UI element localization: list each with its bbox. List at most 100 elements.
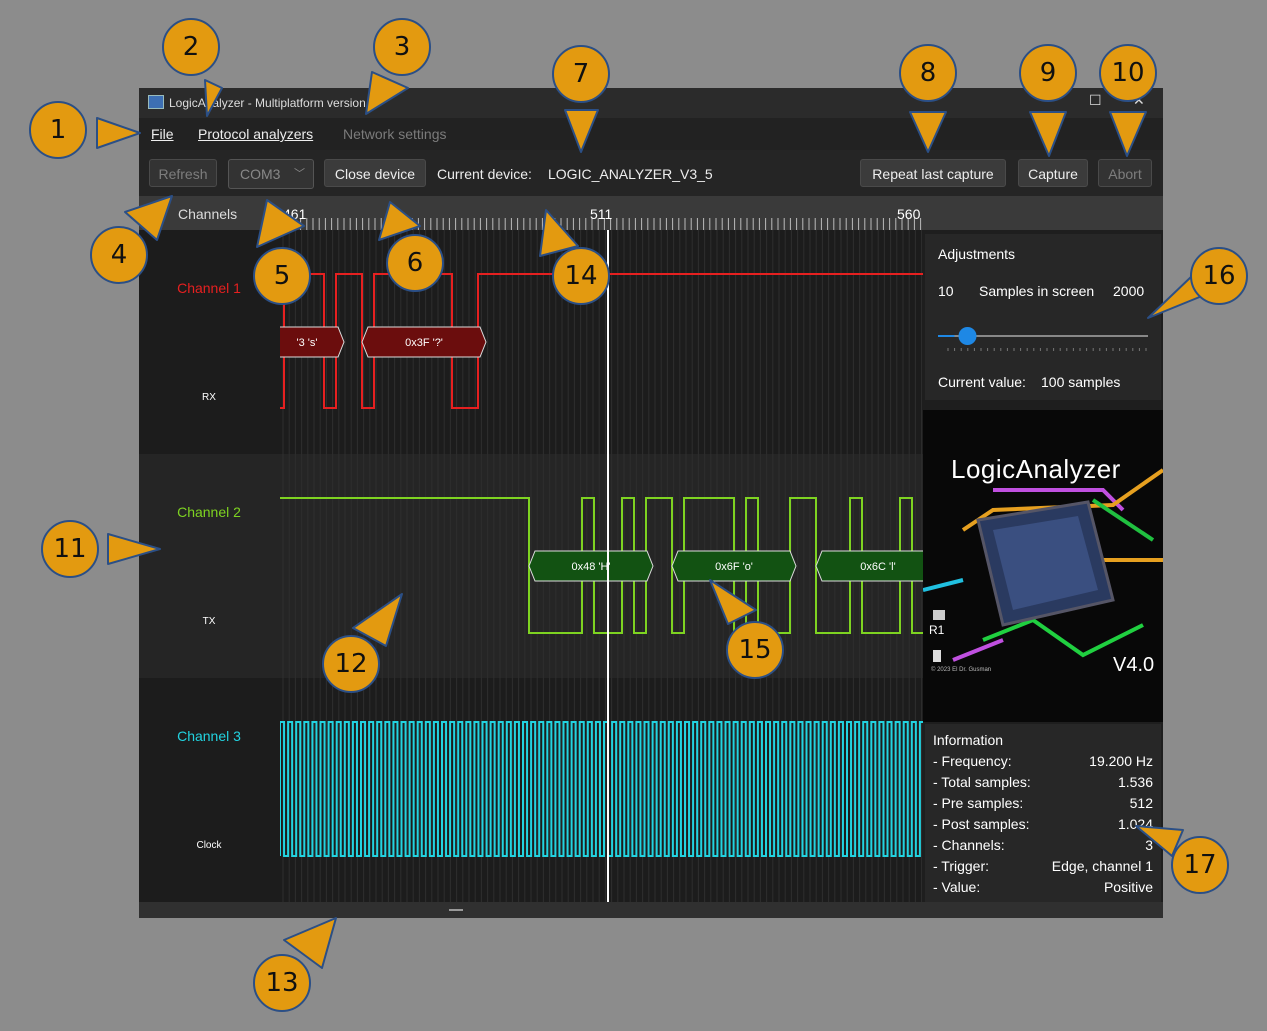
current-device-label: Current device: (437, 166, 532, 182)
callout-14: 14 (552, 247, 610, 305)
callout-11: 11 (41, 520, 99, 578)
port-select[interactable]: COM3 ﹀ (228, 159, 314, 189)
logo-title: LogicAnalyzer (951, 454, 1121, 484)
ruler-label-511: 511 (590, 206, 613, 222)
decode-shape (280, 326, 345, 358)
callout-3: 3 (373, 18, 431, 76)
decode-ch2-1: 0x6F 'o' (671, 550, 797, 582)
pointer-7 (564, 109, 599, 153)
callout-8: 8 (899, 44, 957, 102)
info-row: - Trigger:Edge, channel 1 (933, 858, 1153, 874)
channel-3-trace (280, 721, 923, 857)
pointer-4 (124, 195, 173, 241)
callout-7: 7 (552, 45, 610, 103)
menu-protocol-analyzers[interactable]: Protocol analyzers (198, 126, 314, 142)
toolbar: Refresh COM3 ﹀ Close device Current devi… (139, 150, 1163, 196)
pointer-5 (256, 199, 305, 248)
capture-button[interactable]: Capture (1018, 159, 1088, 187)
channel-1-label: RX (202, 392, 216, 403)
waveform-canvas: '3 's'0x3F '?'0x48 'H'0x6F 'o'0x6C 'l' (280, 230, 923, 902)
pointer-12 (352, 593, 403, 647)
maximize-icon[interactable]: ☐ (1089, 92, 1102, 108)
decode-label: 0x48 'H' (571, 561, 610, 573)
pointer-13 (283, 917, 337, 969)
splitter-grip-icon[interactable] (449, 909, 463, 911)
info-row: - Channels:3 (933, 837, 1153, 853)
samples-in-screen-label: Samples in screen (979, 283, 1095, 299)
slider-track (938, 327, 1148, 351)
pointer-11 (107, 533, 161, 565)
current-value-label: Current value: (938, 374, 1026, 390)
callout-15: 15 (726, 621, 784, 679)
information-title: Information (933, 732, 1004, 748)
app-icon (148, 95, 164, 109)
samples-slider[interactable] (938, 322, 1148, 352)
menu-bar: File Protocol analyzers Network settings (139, 118, 1163, 150)
decode-ch2-2: 0x6C 'l' (815, 550, 923, 582)
waveform-viewer[interactable]: '3 's'0x3F '?'0x48 'H'0x6F 'o'0x6C 'l' (280, 230, 923, 902)
callout-6: 6 (386, 234, 444, 292)
logo-version: V4.0 (1113, 654, 1155, 676)
callout-16: 16 (1190, 247, 1248, 305)
menu-file[interactable]: File (151, 126, 174, 142)
refresh-button[interactable]: Refresh (149, 159, 217, 187)
ruler-ticks (281, 218, 922, 230)
samples-max: 2000 (1113, 283, 1145, 299)
callout-5: 5 (253, 247, 311, 305)
title-bar[interactable]: LogicAnalyzer - Multiplatform version ☐ … (139, 88, 1163, 118)
adjustments-title: Adjustments (938, 246, 1016, 262)
channel-3-name[interactable]: Channel 3 (177, 728, 241, 744)
slider-thumb (958, 327, 977, 345)
repeat-capture-button[interactable]: Repeat last capture (860, 159, 1006, 187)
channel-3-label: Clock (196, 840, 222, 851)
decode-ch1-0: '3 's' (280, 326, 345, 358)
pointer-6 (378, 201, 421, 241)
pointer-1 (96, 117, 141, 149)
pointer-3 (365, 71, 409, 115)
close-icon[interactable]: ✕ (1133, 92, 1145, 108)
adjustments-panel: Adjustments 10 Samples in screen 2000 Cu… (925, 234, 1161, 400)
window-title: LogicAnalyzer - Multiplatform version (169, 96, 366, 110)
abort-button[interactable]: Abort (1098, 159, 1152, 187)
ruler-label-560: 560 (897, 206, 921, 222)
callout-12: 12 (322, 635, 380, 693)
channels-header: Channels (178, 206, 238, 222)
decode-label: 0x6C 'l' (860, 561, 895, 573)
menu-network-settings[interactable]: Network settings (343, 126, 447, 142)
callout-2: 2 (162, 18, 220, 76)
pointer-15 (709, 579, 757, 625)
samples-min: 10 (938, 283, 954, 299)
callout-13: 13 (253, 954, 311, 1012)
sample-ruler[interactable]: 461 511 560 (280, 196, 923, 230)
circuit-board-graphic (923, 410, 1163, 722)
decode-label: 0x6F 'o' (715, 561, 753, 573)
information-panel: Information - Frequency:19.200 Hz - Tota… (925, 724, 1161, 902)
callout-10: 10 (1099, 44, 1157, 102)
port-select-value: COM3 (240, 166, 281, 182)
callout-17: 17 (1171, 836, 1229, 894)
pointer-9 (1029, 111, 1067, 157)
channel-2-label: TX (202, 616, 216, 627)
pointer-17 (1135, 825, 1184, 857)
channel-2-name[interactable]: Channel 2 (177, 504, 241, 520)
callout-4: 4 (90, 226, 148, 284)
current-device-value: LOGIC_ANALYZER_V3_5 (548, 166, 713, 182)
channel-area: Channel 1 RX Channel 2 TX Channel 3 Cloc… (139, 230, 923, 902)
decode-shape (361, 326, 487, 358)
pointer-10 (1109, 111, 1147, 157)
sample-ruler-row: Channels 461 511 560 (139, 196, 1163, 230)
callout-9: 9 (1019, 44, 1077, 102)
bottom-splitter[interactable] (139, 902, 1163, 918)
decode-shape (815, 550, 923, 582)
close-device-button[interactable]: Close device (324, 159, 426, 187)
decode-label: '3 's' (297, 337, 318, 349)
channel-1-name[interactable]: Channel 1 (177, 280, 241, 296)
pointer-8 (909, 111, 947, 153)
current-value: 100 samples (1041, 374, 1121, 390)
decode-shape (528, 550, 654, 582)
callout-1: 1 (29, 101, 87, 159)
chevron-down-icon: ﹀ (294, 168, 305, 180)
logo-copyright: © 2023 El Dr. Gusman (931, 667, 992, 673)
info-row: - Value:Positive (933, 879, 1153, 895)
